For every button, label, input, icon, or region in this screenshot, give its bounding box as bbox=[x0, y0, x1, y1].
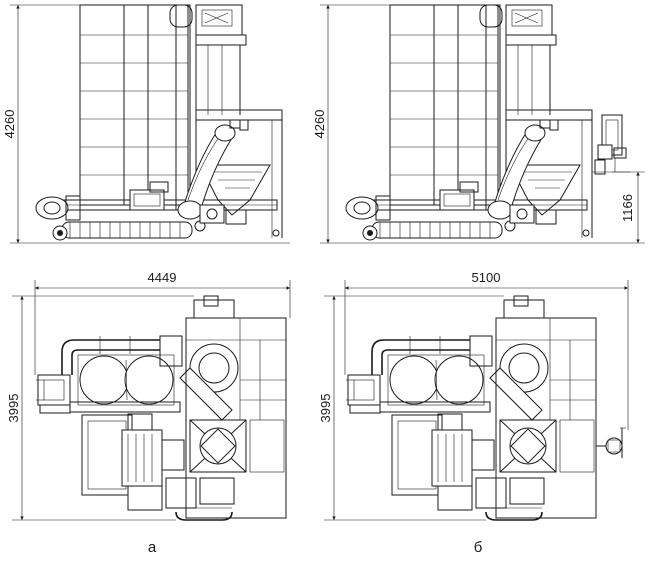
dim-b-side-height-label: 4260 bbox=[312, 110, 327, 139]
side-view-a bbox=[34, 4, 291, 244]
dim-a-top-width-label: 4449 bbox=[148, 270, 177, 285]
dim-b-top-width-label: 5100 bbox=[472, 270, 501, 285]
dim-b-ground-label: 1166 bbox=[620, 194, 635, 222]
dimension-b-top-depth: 3995 bbox=[318, 295, 504, 521]
dimension-b-side-height: 4260 bbox=[312, 4, 390, 244]
caption-a: а bbox=[148, 539, 157, 556]
side-view-b bbox=[344, 4, 630, 244]
dimension-a-top-width: 4449 bbox=[34, 270, 291, 375]
caption-b: б bbox=[474, 539, 483, 556]
dimension-b-ground-clearance: 1166 bbox=[600, 171, 645, 244]
dimension-a-top-depth: 3995 bbox=[6, 295, 194, 521]
top-view-a bbox=[35, 295, 287, 521]
dimension-a-side-height: 4260 bbox=[2, 4, 80, 244]
dim-a-side-height-label: 4260 bbox=[2, 110, 17, 139]
dim-b-top-depth-label: 3995 bbox=[318, 394, 333, 423]
dim-a-top-depth-label: 3995 bbox=[6, 394, 21, 423]
top-view-b bbox=[345, 295, 626, 521]
